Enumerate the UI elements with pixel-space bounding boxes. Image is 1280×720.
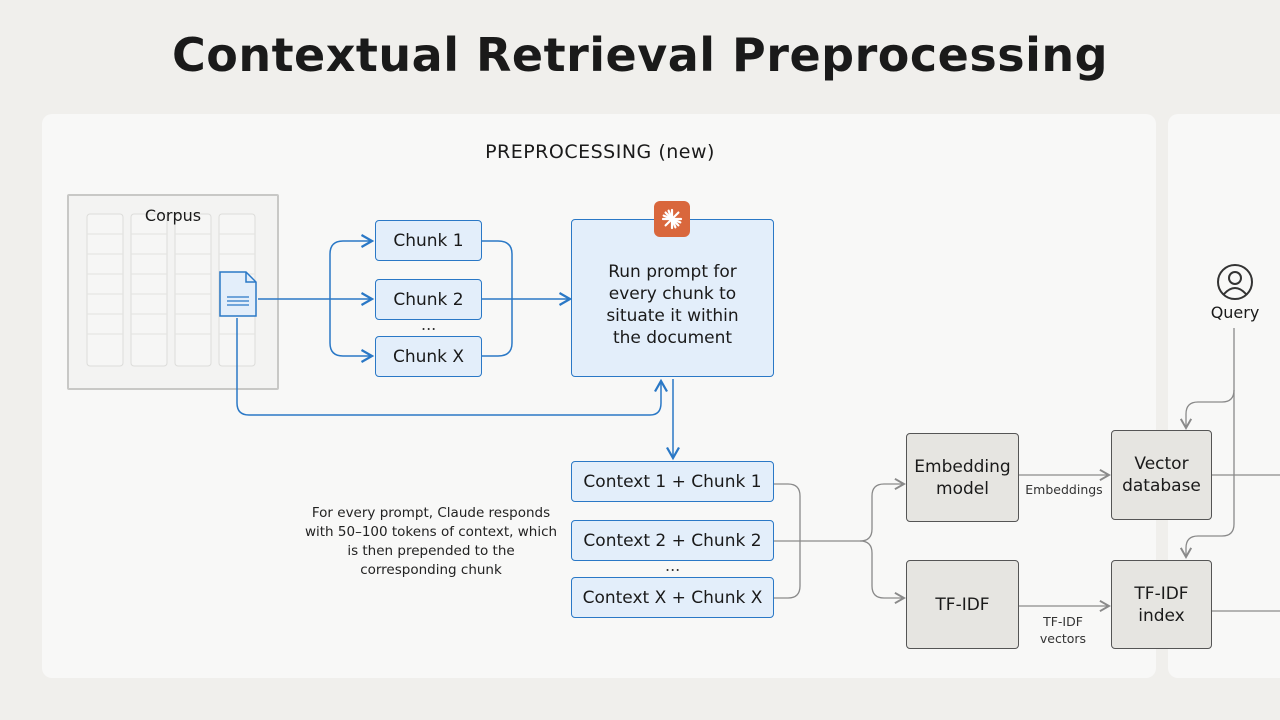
- page-title: Contextual Retrieval Preprocessing: [171, 28, 1109, 82]
- chunks-ellipsis: ...: [421, 315, 437, 334]
- tfidf-vectors-label: TF-IDF vectors: [1039, 614, 1087, 646]
- user-icon: [1217, 264, 1253, 300]
- contexts-ellipsis: ...: [665, 556, 681, 575]
- section-title: PREPROCESSING (new): [485, 141, 715, 163]
- prompt-box: Run prompt for every chunk to situate it…: [571, 219, 774, 377]
- chunk-1-box: Chunk 1: [375, 220, 482, 261]
- embedding-model-box: Embedding model: [906, 433, 1019, 522]
- context-x-box: Context X + Chunk X: [571, 577, 774, 618]
- embeddings-label: Embeddings: [1025, 482, 1103, 497]
- claude-logo-icon: [654, 201, 690, 237]
- context-2-box: Context 2 + Chunk 2: [571, 520, 774, 561]
- corpus-label: Corpus: [144, 206, 202, 225]
- document-icon: [219, 271, 257, 317]
- tfidf-index-box: TF-IDF index: [1111, 560, 1212, 649]
- query-label: Query: [1210, 303, 1260, 322]
- tfidf-box: TF-IDF: [906, 560, 1019, 649]
- vector-database-box: Vector database: [1111, 430, 1212, 520]
- prompt-note: For every prompt, Claude responds with 5…: [304, 505, 558, 578]
- context-1-box: Context 1 + Chunk 1: [571, 461, 774, 502]
- chunk-x-box: Chunk X: [375, 336, 482, 377]
- chunk-2-box: Chunk 2: [375, 279, 482, 320]
